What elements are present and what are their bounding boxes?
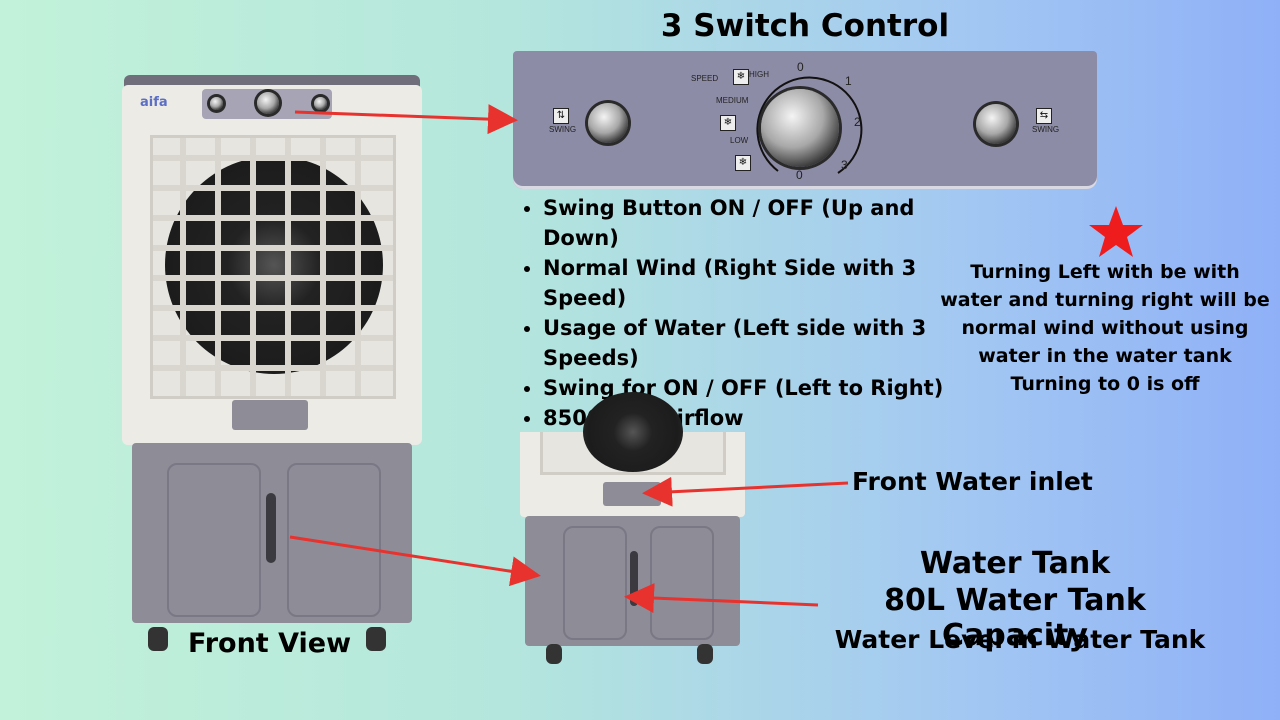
- front-grille: [150, 135, 396, 399]
- water-tank-label: Water Tank: [919, 546, 1111, 581]
- snowflake-medium-icon: ❄: [720, 115, 736, 131]
- capacity-label: 80L Water Tank Capacity: [884, 583, 1146, 653]
- speed-label: SPEED: [691, 74, 719, 83]
- dial-2-label: 2: [854, 115, 861, 129]
- mini-knob-right: [314, 97, 327, 110]
- feature-item: Normal Wind (Right Side with 3 Speed): [543, 253, 945, 313]
- dial-1-label: 1: [845, 74, 852, 88]
- closeup-tank-panel-right: [650, 526, 714, 640]
- mini-control-panel: [202, 89, 332, 119]
- feature-item: Usage of Water (Left side with 3 Speeds): [543, 313, 945, 373]
- note-line: Turning to 0 is off: [1010, 373, 1200, 395]
- star-icon: [1089, 206, 1143, 257]
- cooler-lower-closeup: [520, 392, 750, 667]
- water-inlet-door: [232, 400, 308, 430]
- mini-knob-left: [210, 97, 223, 110]
- note-line: water and turning right will be: [940, 289, 1270, 311]
- water-level-window: [266, 493, 276, 563]
- grille-bars: [153, 138, 393, 396]
- page-title: 3 Switch Control: [660, 8, 950, 44]
- front-view-label: Front View: [188, 628, 352, 659]
- mini-knob-center: [257, 92, 279, 114]
- brand-logo: aifa: [140, 95, 168, 110]
- closeup-inlet-door: [603, 482, 661, 506]
- dial-0-bottom-label: 0: [796, 168, 803, 182]
- closeup-tank: [525, 516, 740, 646]
- water-level-label: Water Level in Water Tank: [834, 625, 1206, 654]
- closeup-water-level-window: [630, 551, 638, 606]
- wheel: [148, 627, 168, 651]
- note-line: Turning Left with be with: [970, 261, 1240, 283]
- swing-left-label: SWING: [549, 125, 577, 134]
- note-line: water in the water tank: [978, 345, 1232, 367]
- wheel: [366, 627, 386, 651]
- dial-3-label: 3: [841, 158, 848, 172]
- swing-leftright-knob: [976, 104, 1016, 144]
- front-water-inlet-label: Front Water inlet: [852, 467, 1093, 496]
- feature-item: Swing Button ON / OFF (Up and Down): [543, 193, 945, 253]
- cooler-front-view: aifa: [122, 75, 422, 660]
- speed-dial-arc: [756, 76, 863, 174]
- closeup-fan: [583, 392, 683, 472]
- control-panel-closeup: ⇅ SWING SPEED ❄ HIGH MEDIUM ❄ LOW ❄ 0 1 …: [513, 51, 1097, 189]
- speed-knob: [761, 89, 839, 167]
- dial-note: Turning Left with be with water and turn…: [940, 258, 1270, 398]
- feature-list: Swing Button ON / OFF (Up and Down) Norm…: [515, 193, 945, 433]
- swing-updown-knob: [588, 103, 628, 143]
- tank-panel-left: [167, 463, 261, 617]
- dial-0-label: 0: [797, 60, 804, 74]
- water-tank: [132, 443, 412, 623]
- closeup-grille: [540, 392, 726, 475]
- high-label: HIGH: [749, 70, 769, 79]
- snowflake-high-icon: ❄: [733, 69, 749, 85]
- medium-label: MEDIUM: [716, 96, 749, 105]
- wheel: [546, 644, 562, 664]
- swing-right-label: SWING: [1032, 125, 1060, 134]
- snowflake-low-icon: ❄: [735, 155, 751, 171]
- wheel: [697, 644, 713, 664]
- swing-updown-icon: ⇅: [553, 108, 569, 124]
- tank-panel-right: [287, 463, 381, 617]
- note-line: normal wind without using: [961, 317, 1249, 339]
- closeup-tank-panel-left: [563, 526, 627, 640]
- swing-leftright-icon: ⇆: [1036, 108, 1052, 124]
- low-label: LOW: [730, 136, 749, 145]
